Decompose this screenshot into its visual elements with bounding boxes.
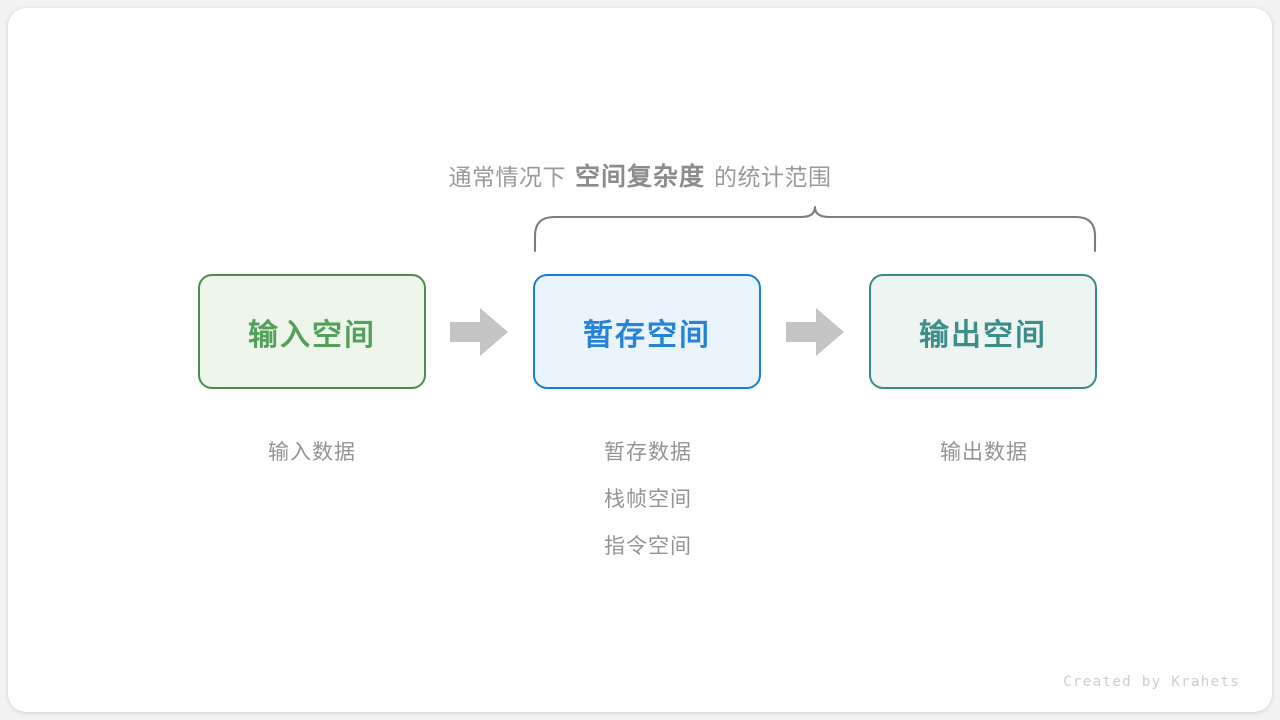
caption-item: 栈帧空间 xyxy=(604,488,692,511)
box-input-space[interactable]: 输入空间 xyxy=(198,274,426,389)
flow-arrow-icon xyxy=(450,308,508,356)
scope-caption-prefix: 通常情况下 xyxy=(448,164,566,190)
caption-column-input: 输入数据 xyxy=(182,429,442,476)
scope-caption-emphasis: 空间复杂度 xyxy=(574,163,705,191)
flow-arrow-icon xyxy=(786,308,844,356)
caption-item: 输出数据 xyxy=(940,441,1028,464)
caption-column-output: 输出数据 xyxy=(854,429,1114,476)
scope-caption: 通常情况下空间复杂度的统计范围 xyxy=(8,157,1272,193)
caption-item: 暂存数据 xyxy=(604,441,692,464)
box-temp-space-label: 暂存空间 xyxy=(583,318,711,352)
scope-brace-icon xyxy=(533,205,1097,253)
box-input-space-label: 输入空间 xyxy=(248,318,376,352)
diagram-canvas: 通常情况下空间复杂度的统计范围 输入空间 暂存空间 输出空间 输入数据 暂存数据… xyxy=(8,8,1272,712)
box-output-space-label: 输出空间 xyxy=(919,318,1047,352)
scope-caption-suffix: 的统计范围 xyxy=(714,164,832,190)
caption-item: 指令空间 xyxy=(604,535,692,558)
box-temp-space[interactable]: 暂存空间 xyxy=(533,274,761,389)
caption-item: 输入数据 xyxy=(268,441,356,464)
watermark: Created by Krahets xyxy=(1063,674,1240,690)
caption-column-temp: 暂存数据 栈帧空间 指令空间 xyxy=(518,429,778,570)
box-output-space[interactable]: 输出空间 xyxy=(869,274,1097,389)
